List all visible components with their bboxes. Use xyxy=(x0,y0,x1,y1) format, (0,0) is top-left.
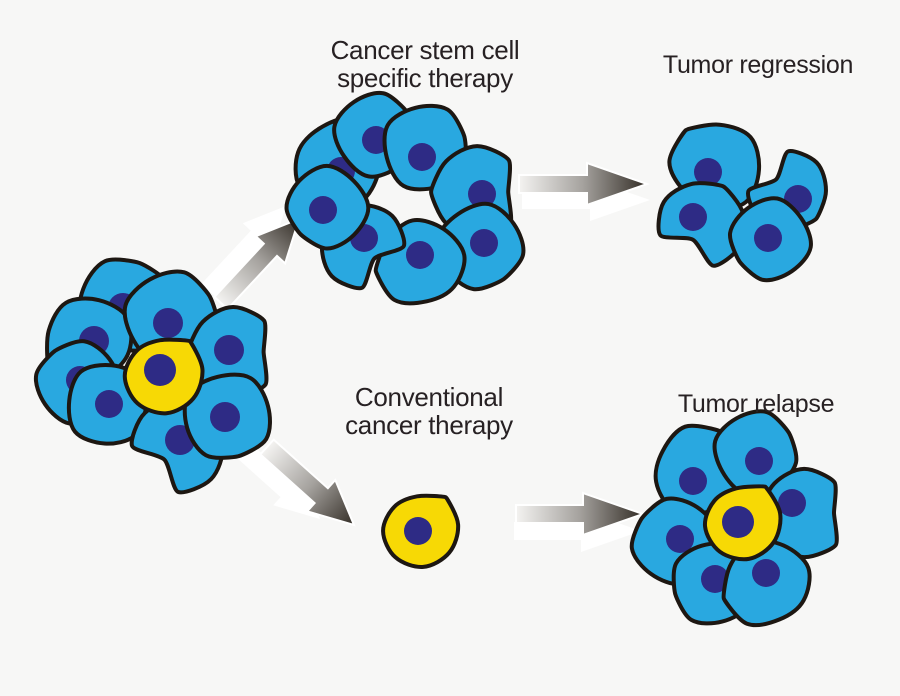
cell-nucleus xyxy=(404,517,432,545)
cell-nucleus xyxy=(752,559,780,587)
label-line: Cancer stem cell xyxy=(330,35,520,65)
cell-nucleus xyxy=(95,390,123,418)
cell-nucleus xyxy=(679,203,707,231)
tumor-relapse-cluster xyxy=(629,409,839,628)
cell-nucleus xyxy=(679,467,707,495)
cell-nucleus xyxy=(210,402,240,432)
cell-nucleus xyxy=(470,229,498,257)
cell-nucleus xyxy=(153,308,183,338)
arrow-to-csc-therapy xyxy=(212,217,301,311)
cell-nucleus xyxy=(144,354,176,386)
label-tumor-regression: Tumor regression xyxy=(662,51,854,79)
cell-nucleus xyxy=(754,224,782,252)
label-conventional-therapy: Conventional cancer therapy xyxy=(345,383,513,439)
label-line: specific therapy xyxy=(337,63,513,94)
cell-nucleus xyxy=(722,506,754,538)
arrow-to-conventional-therapy-highlight xyxy=(226,433,320,519)
label-tumor-relapse: Tumor relapse xyxy=(677,390,835,418)
primary-tumor-cluster xyxy=(33,257,272,495)
cell-nucleus xyxy=(408,143,436,171)
cell-nucleus xyxy=(701,565,729,593)
surviving-cancer-stem-cell xyxy=(381,493,461,569)
label-line: cancer therapy xyxy=(345,410,513,441)
cell-nucleus xyxy=(214,335,244,365)
cell-nucleus xyxy=(406,241,434,269)
arrow-to-csc-therapy-highlight xyxy=(201,206,286,297)
cell-nucleus xyxy=(309,196,337,224)
label-csc-specific-therapy: Cancer stem cell specific therapy xyxy=(331,36,520,92)
cell-nucleus xyxy=(666,525,694,553)
tumor-regression-cluster xyxy=(656,122,828,283)
arrow-to-tumor-relapse xyxy=(515,491,647,537)
cell-nucleus xyxy=(468,180,496,208)
cell-nucleus xyxy=(694,158,722,186)
cell-nucleus xyxy=(745,447,773,475)
arrow-to-conventional-therapy xyxy=(258,438,356,527)
csc-therapy-ring-cluster xyxy=(284,90,526,306)
arrow-to-tumor-regression xyxy=(518,161,651,207)
cell-nucleus xyxy=(778,489,806,517)
label-line: Conventional xyxy=(354,382,504,412)
